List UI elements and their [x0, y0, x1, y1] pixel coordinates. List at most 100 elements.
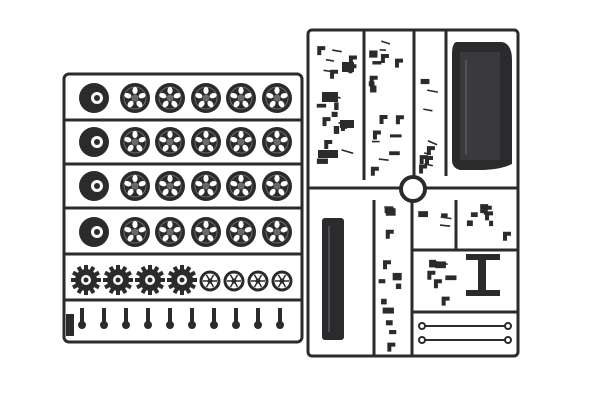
road-wheel-icon [191, 171, 221, 201]
suspension-bracket [466, 254, 500, 296]
hub-ring-icon [399, 175, 427, 203]
right-small-parts [316, 40, 512, 352]
small-part-icon [333, 125, 340, 134]
small-part-icon [420, 78, 430, 85]
small-part-icon [418, 211, 429, 218]
small-part-icon [470, 212, 478, 218]
road-wheel-icon [155, 83, 185, 113]
idler-wheel-icon [79, 83, 109, 113]
fender-part-large [452, 42, 512, 170]
small-part-icon [440, 216, 452, 220]
road-wheel-icon [120, 217, 150, 247]
fender-part-small [322, 218, 344, 340]
return-roller-icon [271, 270, 293, 292]
small-part-icon [381, 40, 391, 45]
road-wheel-icon [226, 217, 256, 247]
small-part-icon [254, 308, 262, 329]
small-part-icon [419, 164, 428, 174]
small-parts-row [66, 308, 284, 336]
small-part-icon [382, 307, 394, 314]
small-part-icon [370, 166, 379, 176]
left-sprue-frame [62, 72, 304, 344]
small-part-icon [331, 111, 338, 117]
block-part [322, 92, 338, 102]
small-part-icon [325, 58, 335, 62]
right-sprue-frame [306, 28, 520, 358]
small-part-icon [424, 156, 433, 166]
small-part-icon [379, 114, 388, 124]
idler-wheel-icon [79, 127, 109, 157]
block-part [342, 62, 354, 72]
small-part-icon [378, 158, 389, 161]
small-part-icon [380, 53, 389, 63]
return-roller-icon [199, 270, 221, 292]
small-part-icon [330, 69, 339, 79]
small-part-icon [378, 279, 386, 284]
small-part-icon [426, 146, 435, 156]
small-part-icon [369, 75, 378, 85]
small-part-icon [389, 330, 397, 335]
road-wheel-icon [155, 127, 185, 157]
small-part-icon [389, 151, 400, 156]
small-part-icon [426, 89, 438, 93]
road-wheel-icon [191, 127, 221, 157]
road-wheel-icon [262, 171, 292, 201]
small-part-icon [466, 220, 473, 227]
road-wheel-icon [155, 217, 185, 247]
small-part-icon [427, 140, 438, 146]
sprocket-icon [167, 265, 197, 295]
small-part-icon [188, 308, 196, 329]
small-part-icon [427, 270, 436, 280]
sprocket-icon [103, 265, 133, 295]
sprocket-row [71, 265, 293, 295]
block-part [340, 120, 354, 128]
small-part-icon [323, 69, 331, 73]
sprue-tab [66, 314, 74, 336]
road-wheel-icon [191, 217, 221, 247]
small-part-icon [441, 213, 448, 218]
idler-wheel-icon [79, 217, 109, 247]
torsion-bars [418, 322, 512, 344]
small-part-icon [322, 117, 331, 127]
road-wheel-array [79, 83, 292, 247]
small-part-icon [334, 102, 339, 111]
small-part-icon [232, 308, 240, 329]
sprocket-icon [71, 265, 101, 295]
small-part-icon [424, 152, 431, 156]
small-part-icon [210, 308, 218, 329]
small-part-icon [372, 130, 381, 140]
small-part-icon [395, 283, 402, 290]
road-wheel-icon [120, 171, 150, 201]
small-part-icon [392, 272, 402, 281]
small-part-icon [381, 298, 387, 305]
road-wheel-icon [120, 83, 150, 113]
road-wheel-icon [226, 171, 256, 201]
small-part-icon [389, 134, 402, 138]
small-part-icon [485, 211, 494, 221]
road-wheel-icon [120, 127, 150, 157]
small-part-icon [423, 108, 433, 112]
small-part-icon [385, 320, 393, 326]
small-part-icon [144, 308, 152, 329]
small-part-icon [385, 229, 394, 239]
road-wheel-icon [262, 127, 292, 157]
small-part-icon [429, 259, 437, 268]
small-part-icon [387, 342, 396, 352]
small-part-icon [385, 208, 396, 216]
small-part-icon [324, 140, 333, 150]
small-part-icon [489, 220, 494, 227]
small-part-icon [372, 61, 382, 65]
road-wheel-icon [191, 83, 221, 113]
small-part-icon [424, 163, 434, 167]
small-part-icon [341, 149, 354, 155]
small-part-icon [276, 308, 284, 329]
road-wheel-icon [155, 171, 185, 201]
small-part-icon [100, 308, 108, 329]
road-wheel-icon [262, 217, 292, 247]
small-part-icon [166, 308, 174, 329]
small-part-icon [445, 275, 457, 281]
return-roller-icon [223, 270, 245, 292]
small-part-icon [317, 46, 326, 56]
return-roller-icon [247, 270, 269, 292]
